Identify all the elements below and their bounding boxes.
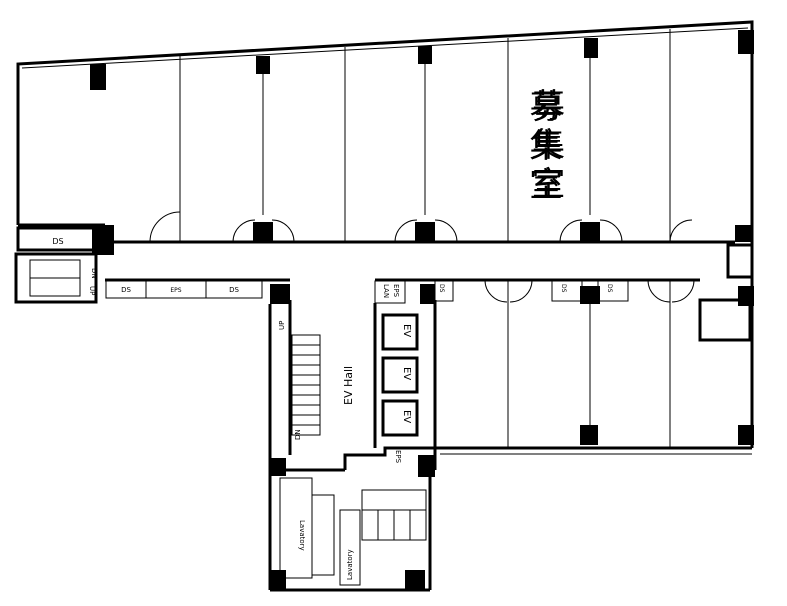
- dn-label: DN: [294, 429, 302, 440]
- doors: [149, 211, 695, 303]
- vacant-label: 募集室: [527, 88, 566, 205]
- up-label: UP: [278, 321, 286, 330]
- ds-label: DS: [52, 237, 63, 246]
- lavatories: Lavatory Lavatory: [279, 477, 427, 586]
- ds-label: DS: [121, 286, 131, 294]
- vacant-room-label: 募集室 募 集 室: [527, 87, 566, 205]
- core-stair-treads: [292, 344, 320, 426]
- shafts: DS EPS DS LAN EPS DS DS DS: [105, 243, 754, 342]
- eps-label: EPS: [394, 450, 402, 464]
- elevator-label: EV: [401, 410, 412, 423]
- up-label: UP: [88, 286, 96, 295]
- ds-label: DS: [229, 286, 239, 294]
- eps-label: EPS: [170, 287, 181, 294]
- outer-walls: [16, 20, 754, 470]
- stair-left: DS DN UP: [14, 226, 100, 304]
- vacant-char: 室: [530, 165, 563, 204]
- ev-hall-label: EV Hall: [342, 366, 355, 405]
- partitions: [179, 29, 671, 448]
- eps-label: EPS: [392, 284, 400, 298]
- ds-label: DS: [438, 284, 445, 293]
- lavatory-label: Lavatory: [346, 549, 354, 580]
- columns: [90, 30, 754, 590]
- lan-label: LAN: [382, 284, 390, 298]
- elevator-label: EV: [401, 367, 412, 380]
- dn-label: DN: [90, 268, 98, 279]
- lavatory-label: Lavatory: [298, 520, 306, 551]
- elevator-label: EV: [401, 324, 412, 337]
- vacant-char: 募: [530, 87, 563, 126]
- vacant-char: 集: [530, 126, 563, 165]
- core: UP DN EV Hall EV EV EV EPS: [268, 300, 435, 592]
- ds-label: DS: [606, 284, 613, 293]
- ds-label: DS: [560, 284, 567, 293]
